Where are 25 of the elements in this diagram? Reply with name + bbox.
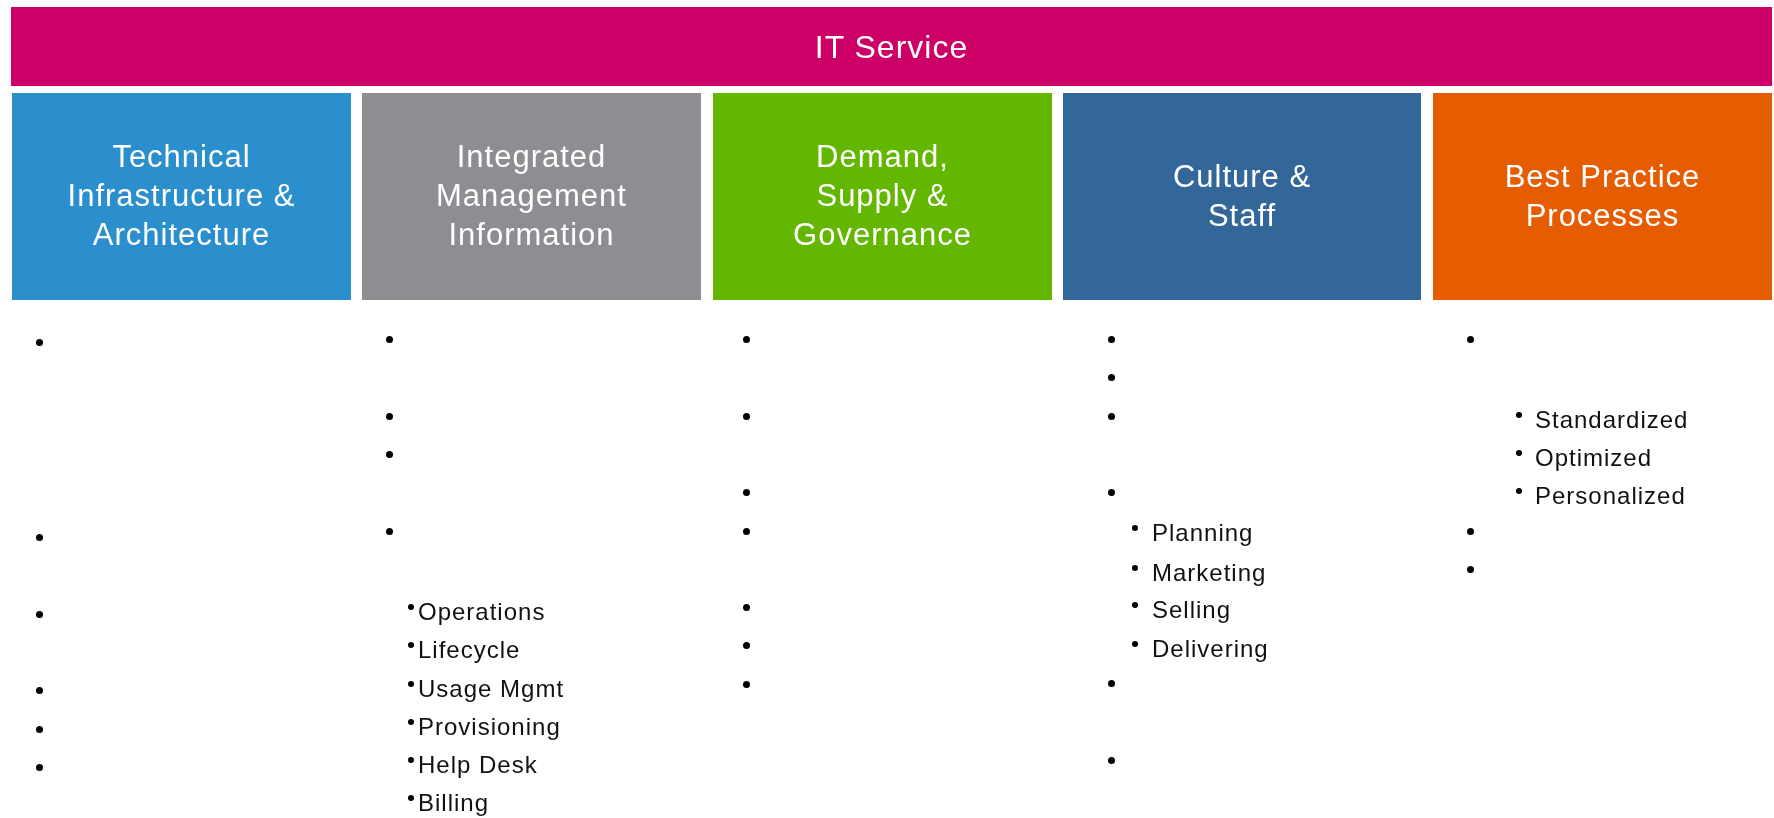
list-item: Operations: [418, 600, 546, 624]
list-item: Standardized: [1535, 408, 1689, 432]
list-item: Billing: [418, 791, 490, 815]
list-item: Provisioning: [418, 715, 561, 739]
list-item: Selling: [1152, 598, 1232, 622]
list-item: Personalized: [1535, 484, 1686, 508]
header-text: Integrated Management Information: [435, 138, 628, 254]
category-header-box: [1063, 93, 1421, 300]
list-item: Delivering: [1152, 637, 1269, 661]
category-header-box: [362, 93, 701, 300]
list-item: Usage Mgmt: [418, 677, 565, 701]
category-header-box: [713, 93, 1052, 300]
title-text: IT Service: [814, 27, 969, 67]
list-item: Optimized: [1535, 446, 1653, 470]
header-text: Best Practice Processes: [1503, 157, 1702, 235]
category-header-box: [1433, 93, 1772, 300]
title-band: [11, 7, 1772, 86]
header-text: Technical Infrastructure & Architecture: [66, 138, 297, 254]
category-header-box: [12, 93, 351, 300]
list-item: Help Desk: [418, 753, 538, 777]
list-item: Lifecycle: [418, 638, 521, 662]
header-text: Culture & Staff: [1171, 157, 1313, 235]
list-item: Planning: [1152, 521, 1254, 545]
list-item: Marketing: [1152, 561, 1267, 585]
header-text: Demand, Supply & Governance: [793, 138, 972, 254]
